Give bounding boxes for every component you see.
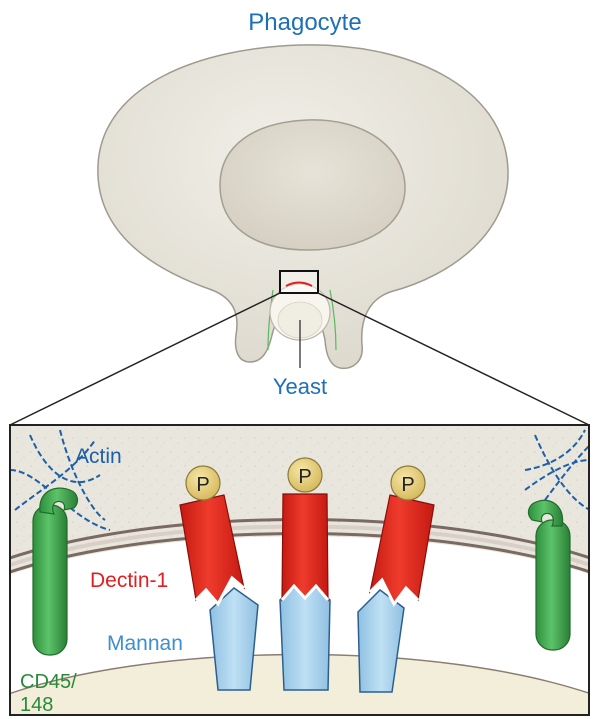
inset-panel: P P P Actin Dectin-1 Mannan CD45/ 148 <box>0 425 599 719</box>
phosphate-2: P <box>288 458 322 492</box>
svg-text:P: P <box>196 474 209 496</box>
cd45-label-line1: CD45/ <box>20 671 77 693</box>
dectin-receptor-2 <box>282 494 328 600</box>
phagocyte-label: Phagocyte <box>248 9 361 36</box>
actin-label: Actin <box>75 445 122 468</box>
yeast-label: Yeast <box>273 374 327 399</box>
nucleus <box>220 120 405 250</box>
dectin-label: Dectin-1 <box>90 569 168 592</box>
svg-text:P: P <box>401 474 414 496</box>
mannan-label: Mannan <box>107 632 183 655</box>
cd45-label-line2: 148 <box>20 694 53 716</box>
zoom-box <box>280 271 318 293</box>
svg-text:P: P <box>298 466 311 488</box>
phosphate-1: P <box>186 466 220 500</box>
zoom-line-left <box>10 293 280 425</box>
phosphate-3: P <box>391 466 425 500</box>
